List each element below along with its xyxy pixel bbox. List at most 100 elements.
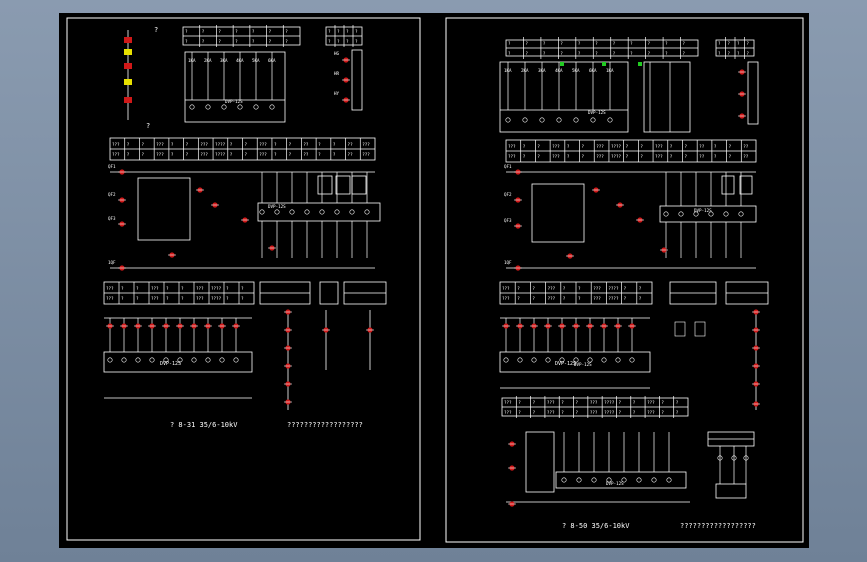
s1-t2-sub-9: ? <box>241 296 244 301</box>
s2-side-hdr-1: ? <box>728 41 731 46</box>
s2-t1-sub-16: ?? <box>743 154 749 159</box>
s1-breaker-label-0: QF1 <box>108 164 116 169</box>
s1-lamp-label-2: HY <box>334 91 340 96</box>
s2-t2-hdr-3: ??? <box>548 286 556 291</box>
s2-relay-label-2: 3KA <box>538 68 546 73</box>
s2-bs-term-5 <box>573 357 579 363</box>
s2-t2-hdr-7: ???? <box>608 286 619 291</box>
s2-breaker-label-2: QF3 <box>504 218 512 223</box>
s2-t2-sub-5: ? <box>578 296 581 301</box>
s1-t2-hdr-1: ? <box>121 286 124 291</box>
s2-breaker-label-0: QF1 <box>504 164 512 169</box>
s2-terminal-block <box>659 205 757 223</box>
s1-relay-label-0: 1KA <box>188 58 196 63</box>
s2-top-sub-5: ? <box>595 51 598 56</box>
s2-t1-hdr-1: ? <box>523 144 526 149</box>
s1-t1-hdr-7: ???? <box>215 142 226 147</box>
s1-lamp-label-1: HR <box>334 71 340 76</box>
s2-t2-hdr-9: ? <box>639 286 642 291</box>
s1-t1-sub-14: ? <box>318 152 321 157</box>
s1-sld-device-2 <box>124 63 132 69</box>
s2-t1-hdr-15: ? <box>729 144 732 149</box>
s1-t1-hdr-9: ? <box>245 142 248 147</box>
generated-elements: ????????????????????????????????????????… <box>106 25 760 507</box>
s1-sld-device-4 <box>124 97 132 103</box>
s2-relay-label-4: 5KA <box>572 68 580 73</box>
s2-t3-hdr-9: ? <box>633 400 636 405</box>
s2-lower-strip <box>555 471 687 489</box>
s1-t2-hdr-4: ? <box>166 286 169 291</box>
s2-t2-hdr-0: ??? <box>502 286 510 291</box>
s2-top-sub-0: ? <box>508 51 511 56</box>
s2-drawing-note: ?????????????????? <box>680 522 756 530</box>
s1-top-sub-3: ? <box>235 39 238 44</box>
s1-top-hdr-3: ? <box>235 29 238 34</box>
s2-top-sub-7: ? <box>630 51 633 56</box>
s1-bs-term-2 <box>135 357 141 363</box>
s2-strip-label: DVP-12S <box>555 361 576 367</box>
s2-t1-hdr-11: ? <box>670 144 673 149</box>
s1-t1-sub-10: ??? <box>259 152 267 157</box>
s1-strip-label: DVP-12S <box>160 361 181 367</box>
s1-side-sub-2: ? <box>346 39 349 44</box>
s1-t2-sub-0: ??? <box>106 296 114 301</box>
s1-top-hdr-0: ? <box>185 29 188 34</box>
s1-drawing-note: ?????????????????? <box>287 421 363 429</box>
s1-relay-module <box>184 51 286 123</box>
s2-t3-hdr-0: ??? <box>504 400 512 405</box>
s2-marker-2 <box>638 62 642 66</box>
s1-side-hdr-3: ? <box>355 29 358 34</box>
s1-tb-term-0 <box>259 209 265 215</box>
s1-t2-hdr-2: ? <box>136 286 139 291</box>
s1-sld-device-3 <box>124 79 132 85</box>
s1-side-hdr-2: ? <box>346 29 349 34</box>
s2-bs-term-7 <box>601 357 607 363</box>
s2-t1-sub-11: ? <box>670 154 673 159</box>
s2-t2-sub-1: ? <box>517 296 520 301</box>
s1-relay-label-3: 4KA <box>236 58 244 63</box>
s2-t1-sub-14: ? <box>714 154 717 159</box>
s2-tb-term-5 <box>738 211 744 217</box>
s2-bs-term-3 <box>545 357 551 363</box>
s2-breaker-label-1: QF2 <box>504 192 512 197</box>
s2-t1-sub-2: ? <box>537 154 540 159</box>
sheet-2 <box>499 39 769 503</box>
s2-t1-sub-8: ? <box>626 154 629 159</box>
s1-bs-term-0 <box>107 357 113 363</box>
s2-t3-sub-10: ??? <box>647 410 655 415</box>
s2-t1-hdr-8: ? <box>626 144 629 149</box>
s2-t3-hdr-3: ??? <box>547 400 555 405</box>
s2-t1-sub-0: ??? <box>508 154 516 159</box>
s2-t1-sub-13: ?? <box>699 154 705 159</box>
s2-ls-term-7 <box>666 477 672 483</box>
s1-t1-hdr-0: ??? <box>112 142 120 147</box>
s2-t1-sub-1: ? <box>523 154 526 159</box>
s1-t2-hdr-8: ? <box>226 286 229 291</box>
s2-t2-hdr-1: ? <box>517 286 520 291</box>
s1-relay-term-5 <box>269 104 275 110</box>
s2-t3-hdr-2: ? <box>533 400 536 405</box>
s2-tb-term-2 <box>693 211 699 217</box>
s1-sld-device-1 <box>124 49 132 55</box>
s2-t2-hdr-8: ? <box>624 286 627 291</box>
s1-drawing-caption: ? 8-31 35/6-10kV <box>170 421 238 429</box>
s2-bs-term-1 <box>517 357 523 363</box>
s2-ls-term-4 <box>621 477 627 483</box>
s1-t2-hdr-5: ? <box>181 286 184 291</box>
s2-t1-hdr-7: ???? <box>611 144 622 149</box>
s2-relay-term-6 <box>607 117 613 123</box>
s1-bs-term-4 <box>163 357 169 363</box>
s2-relay-term-5 <box>590 117 596 123</box>
s1-top-hdr-1: ? <box>202 29 205 34</box>
s1-t1-sub-1: ? <box>127 152 130 157</box>
s2-box-1 <box>694 321 706 337</box>
s2-relay-label-3: 4KA <box>555 68 563 73</box>
s2-t1-hdr-4: ? <box>567 144 570 149</box>
s2-bs-term-9 <box>629 357 635 363</box>
s1-t1-sub-16: ?? <box>348 152 354 157</box>
s1-t1-hdr-15: ? <box>333 142 336 147</box>
s1-t1-sub-15: ? <box>333 152 336 157</box>
s2-t2-sub-9: ? <box>639 296 642 301</box>
s2-t2-sub-2: ? <box>532 296 535 301</box>
